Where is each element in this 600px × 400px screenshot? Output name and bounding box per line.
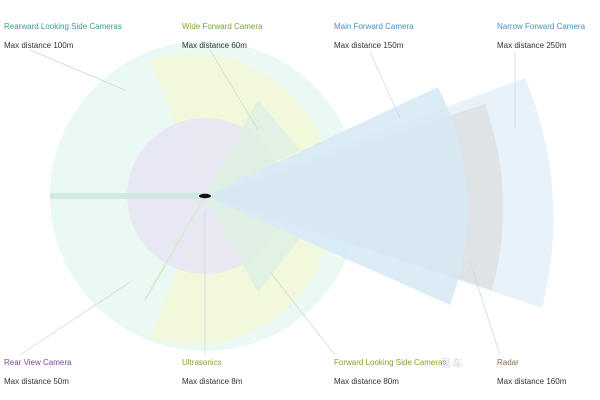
label-forward-side-cameras: Forward Looking Side Cameras Max distanc… — [334, 358, 447, 387]
label-narrow-forward-camera: Narrow Forward Camera Max distance 250m — [497, 22, 585, 51]
sensor-name: Narrow Forward Camera — [497, 22, 586, 31]
label-rear-view-camera: Rear View Camera Max distance 50m — [4, 358, 71, 387]
sensor-name: Main Forward Camera — [334, 22, 414, 31]
sensor-distance: Max distance 8m — [182, 377, 243, 386]
sensor-distance: Max distance 150m — [334, 41, 404, 50]
forward-side-camera-coverage-top — [205, 100, 300, 196]
sensor-name: Rear View Camera — [4, 358, 72, 367]
forward-side-camera-coverage-bottom — [205, 196, 300, 292]
sensor-distance: Max distance 250m — [497, 41, 567, 50]
sensor-distance: Max distance 160m — [497, 377, 567, 386]
sensor-name: Radar — [497, 358, 519, 367]
label-radar: Radar Max distance 160m — [497, 358, 566, 387]
label-wide-forward-camera: Wide Forward Camera Max distance 60m — [182, 22, 262, 51]
sensor-distance: Max distance 60m — [182, 41, 247, 50]
sensor-distance: Max distance 80m — [334, 377, 399, 386]
label-main-forward-camera: Main Forward Camera Max distance 150m — [334, 22, 414, 51]
sensor-distance: Max distance 100m — [4, 41, 74, 50]
sensor-name: Ultrasonics — [182, 358, 222, 367]
watermark-logo: 易车 — [440, 358, 464, 370]
sightline — [144, 195, 206, 301]
sensor-name: Forward Looking Side Cameras — [334, 358, 447, 367]
car-center — [199, 193, 211, 199]
sensor-name: Rearward Looking Side Cameras — [4, 22, 122, 31]
sensor-name: Wide Forward Camera — [182, 22, 263, 31]
leader-lines — [19, 49, 516, 356]
main-forward-camera-coverage — [205, 87, 468, 305]
label-rearward-side-cameras: Rearward Looking Side Cameras Max distan… — [4, 22, 122, 51]
label-ultrasonics: Ultrasonics Max distance 8m — [182, 358, 242, 387]
sensor-distance: Max distance 50m — [4, 377, 69, 386]
